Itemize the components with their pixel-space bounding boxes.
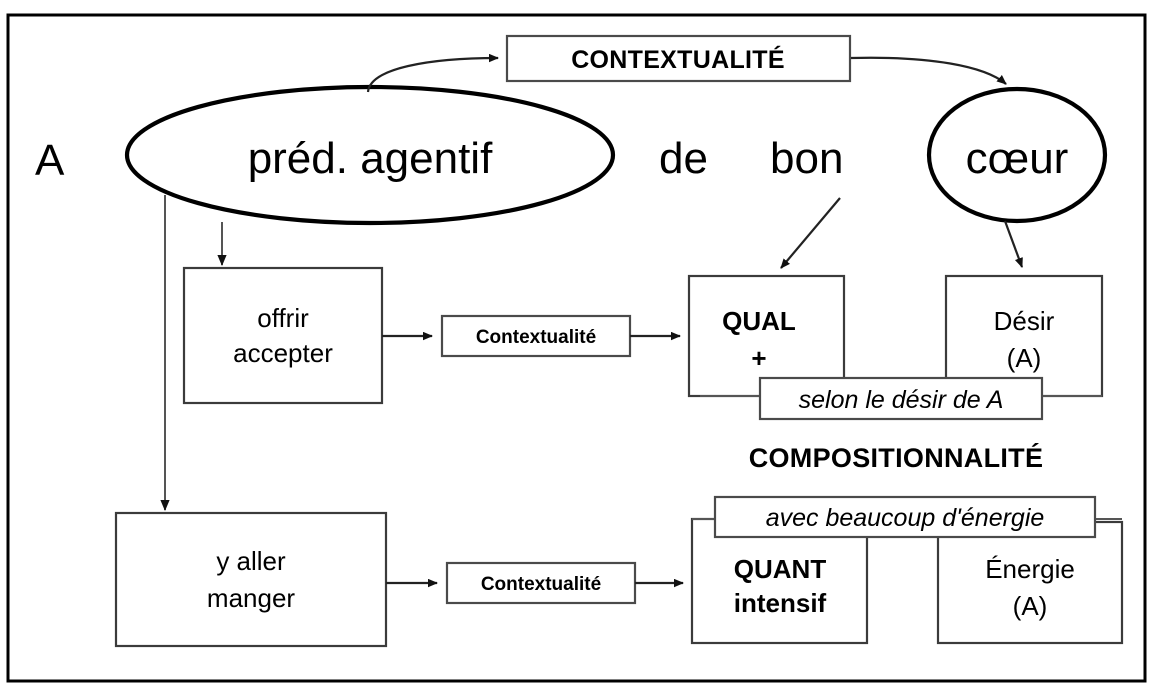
arrow-contextualite-to-coeur xyxy=(850,56,1007,85)
selon-le-desir-label: selon le désir de A xyxy=(799,386,1004,414)
contextualite-title-label: CONTEXTUALITÉ xyxy=(571,45,785,74)
contextualite-upper-label: Contextualité xyxy=(476,327,596,348)
qual-label-line2: + xyxy=(751,343,766,373)
predicate-ellipse-label: préd. agentif xyxy=(248,134,493,183)
sentence-modifier-bon: bon xyxy=(770,134,843,183)
yaller-label-line1: y aller xyxy=(216,546,286,576)
energie-label-line1: Énergie xyxy=(985,554,1075,584)
offrir-accepter-box xyxy=(182,266,384,405)
quant-label-line1: QUANT xyxy=(734,554,827,584)
sentence-preposition-de: de xyxy=(659,134,708,183)
qual-label-line1: QUAL xyxy=(722,306,796,336)
arrow-predicate-to-contextualite xyxy=(366,53,499,93)
selon-le-desir-box xyxy=(758,376,1044,421)
avec-beaucoup-energie-label: avec beaucoup d'énergie xyxy=(766,504,1045,532)
noun-ellipse-coeur xyxy=(926,86,1108,224)
contextualite-title-box xyxy=(505,34,852,83)
offrir-label-line1: offrir xyxy=(257,303,309,333)
contextualite-lower-label: Contextualité xyxy=(481,574,601,595)
quant-label-line2: intensif xyxy=(734,588,827,618)
offrir-label-line2: accepter xyxy=(233,338,333,368)
arrow-coeur-to-desir xyxy=(1003,220,1024,268)
qual-box xyxy=(687,274,846,398)
avec-beaucoup-energie-box xyxy=(713,495,1097,539)
desir-label-line2: (A) xyxy=(1007,343,1042,373)
arrow-bon-to-qual xyxy=(780,197,841,269)
quant-intensif-box xyxy=(690,517,869,645)
noun-ellipse-label: cœur xyxy=(966,134,1069,183)
contextualite-upper-box xyxy=(440,314,632,358)
compositionnalite-section-label: COMPOSITIONNALITÉ xyxy=(749,442,1044,473)
desir-box xyxy=(944,274,1104,398)
yaller-label-line2: manger xyxy=(207,583,295,613)
energie-label-line2: (A) xyxy=(1013,591,1048,621)
desir-label-line1: Désir xyxy=(994,306,1055,336)
energie-box xyxy=(936,520,1124,645)
sentence-subject-A: A xyxy=(35,136,65,185)
contextualite-lower-box xyxy=(445,561,637,605)
y-aller-manger-box xyxy=(114,511,388,648)
